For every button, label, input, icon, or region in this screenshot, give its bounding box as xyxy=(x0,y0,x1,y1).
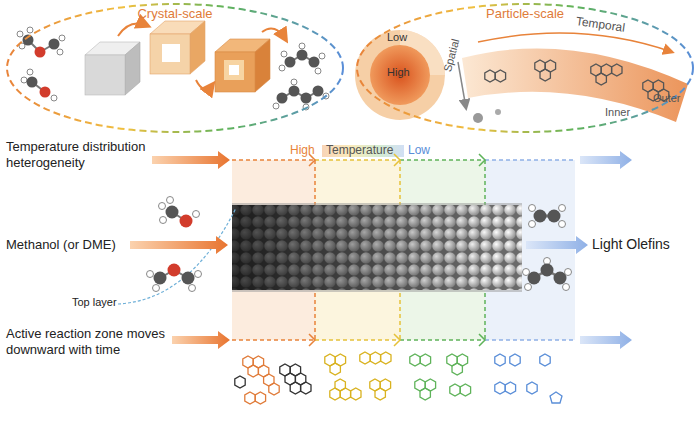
annotation-label: Active reaction zone moves downward with… xyxy=(6,326,171,357)
dashed-ellipse xyxy=(5,2,345,134)
annotation-label: Light Olefins xyxy=(592,236,670,253)
hydrocarbon-molecules xyxy=(273,43,329,110)
olefin-molecules xyxy=(523,205,572,291)
catalyst-bed xyxy=(232,204,522,291)
annotation-label: Methanol (or DME) xyxy=(6,237,136,253)
region-label: Outer xyxy=(653,92,681,105)
region-label: Low xyxy=(387,31,407,44)
region-label: High xyxy=(387,66,410,79)
region-label: Temporal xyxy=(575,14,626,35)
ellipse-outline xyxy=(7,4,343,132)
region-label: Spatial xyxy=(441,38,462,74)
scale-ellipse: Particle-scaleLowHigh TemporalSpatialInne… xyxy=(355,2,695,134)
coke-evolution-band xyxy=(458,33,688,123)
annotation-label: Low xyxy=(408,143,430,157)
temperature-zones xyxy=(232,145,575,346)
annotation-label: High xyxy=(290,143,315,157)
annotation-label: Temperature distribution heterogeneity xyxy=(6,139,156,170)
annotation-label: Top layer xyxy=(72,296,117,309)
scale-ellipse: Crystal-scale xyxy=(5,2,345,134)
region-label: Inner xyxy=(605,106,630,119)
crystal-molecules xyxy=(17,27,65,101)
scale-heading: Particle-scale xyxy=(355,6,695,22)
leader-line xyxy=(118,208,236,304)
catalyst-particle xyxy=(355,30,445,120)
annotation-label: Temperature xyxy=(326,143,393,157)
flow-arrows xyxy=(130,151,632,349)
ellipse-outline xyxy=(357,4,693,132)
methanol-molecules xyxy=(147,197,202,292)
coke-species xyxy=(235,352,562,404)
scale-heading: Crystal-scale xyxy=(5,6,345,22)
zeolite-crystals xyxy=(85,21,286,95)
